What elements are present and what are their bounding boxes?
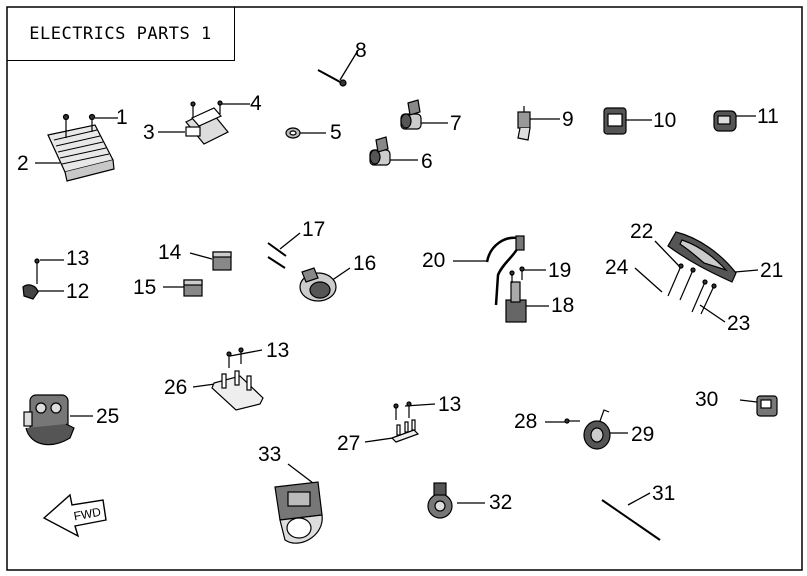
callout-14: 14 [158,241,182,264]
socket-7 [400,99,422,130]
callout-15: 15 [133,276,157,299]
callout-13-c: 13 [438,393,462,416]
callout-24: 24 [605,256,629,279]
relay-15 [183,279,203,297]
callout-33: 33 [258,443,282,466]
fwd-label: FWD [73,505,103,524]
handlebar-switch-25 [23,394,75,446]
callout-12: 12 [66,280,90,303]
spark-plug-lead-20 [485,235,525,306]
callout-27: 27 [337,432,361,455]
throttle-housing-33 [274,481,323,544]
grommet [285,127,301,139]
instrument-cluster-21 [667,231,737,283]
screws-22-24 [667,263,717,315]
control-module [185,100,229,145]
bolt-8 [317,69,347,87]
bolt-28 [564,418,580,424]
horn-29 [583,409,611,450]
callout-18: 18 [551,294,575,317]
bracket-26 [211,347,264,411]
bracket-27 [390,401,420,443]
callout-13-a: 13 [66,247,90,270]
fwd-arrow-icon: FWD [42,493,107,538]
callout-29: 29 [631,423,655,446]
callout-25: 25 [96,405,120,428]
callout-32: 32 [489,491,513,514]
socket-6 [369,136,391,166]
switch-16 [299,267,337,302]
callout-23: 23 [727,312,751,335]
connector-30 [756,395,778,417]
callout-2: 2 [17,152,29,175]
callout-1: 1 [116,106,128,129]
callout-20: 20 [422,249,446,272]
rod-31 [601,499,661,541]
callout-6: 6 [421,150,433,173]
screw-1 [62,113,96,138]
callout-8: 8 [355,39,367,62]
callout-28: 28 [514,410,538,433]
callout-21: 21 [760,259,784,282]
relay-connector-10 [603,107,627,135]
callout-22: 22 [630,220,654,243]
connector-11 [713,110,737,132]
callout-5: 5 [330,121,342,144]
clip-12 [22,258,40,300]
relay-14 [212,251,232,271]
callout-30: 30 [695,388,719,411]
callout-11: 11 [757,105,779,128]
callout-7: 7 [450,112,462,135]
callout-19: 19 [548,259,572,282]
callout-4: 4 [250,92,262,115]
ignition-coil-18 [505,281,527,323]
callout-9: 9 [562,108,574,131]
callout-31: 31 [652,482,676,505]
callout-16: 16 [353,252,377,275]
sensor-32 [427,482,453,519]
callout-13-b: 13 [266,339,290,362]
bolt-19 [509,266,525,283]
callout-10: 10 [653,109,677,132]
callout-3: 3 [143,121,155,144]
pin-17 [267,242,287,269]
sensor-9 [517,106,531,141]
diagram-frame [6,6,803,571]
callout-26: 26 [164,376,188,399]
callout-17: 17 [302,218,326,241]
regulator-rectifier [47,124,115,182]
diagram-title: ELECTRICS PARTS 1 [7,7,235,61]
